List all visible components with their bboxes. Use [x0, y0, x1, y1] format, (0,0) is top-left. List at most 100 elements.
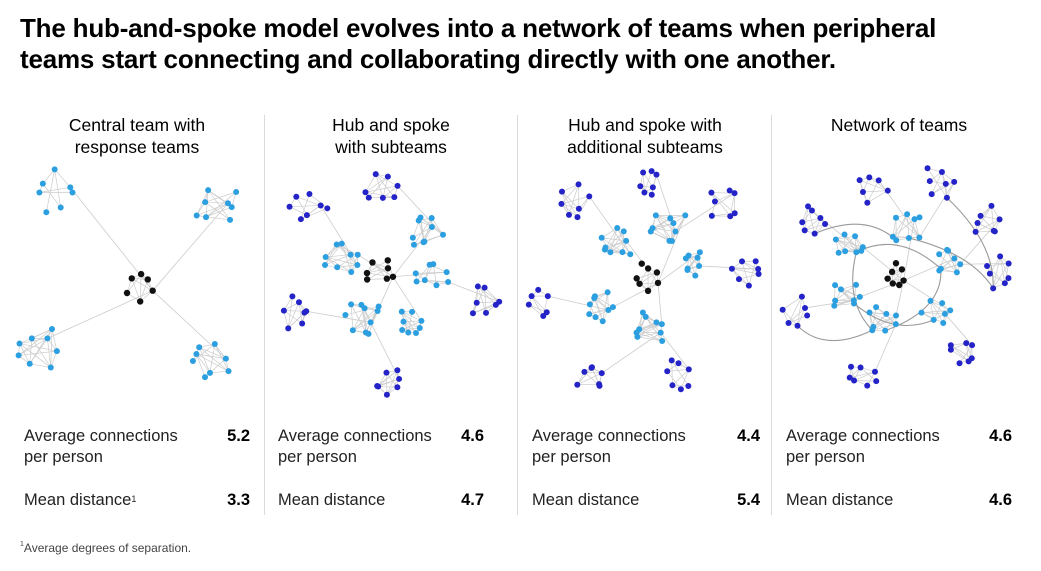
person-node	[832, 282, 839, 289]
network-edge	[31, 338, 52, 368]
edges-layer	[18, 169, 237, 378]
network-edge	[930, 300, 944, 324]
network-edge	[672, 369, 690, 386]
person-node	[592, 314, 599, 321]
avg-connections-label: Average connections per person	[278, 426, 432, 468]
person-node	[528, 293, 535, 300]
network-edge	[207, 189, 231, 221]
person-node	[428, 223, 435, 230]
person-node	[474, 283, 481, 290]
person-node	[892, 321, 899, 328]
person-node	[189, 357, 196, 364]
network-edge	[788, 315, 808, 324]
person-node	[644, 287, 652, 295]
network-edge	[325, 254, 351, 258]
person-node	[951, 178, 958, 185]
avg-connections-label-line-1: Average connections	[786, 427, 940, 445]
person-node	[731, 210, 738, 217]
network-edge	[209, 343, 216, 373]
person-node	[374, 308, 381, 315]
person-node	[473, 299, 480, 306]
person-node	[853, 281, 860, 288]
person-node	[653, 171, 660, 178]
headline: The hub-and-spoke model evolves into a n…	[20, 13, 1020, 75]
person-node	[413, 330, 420, 337]
cross-team-link	[908, 237, 994, 289]
person-node	[540, 312, 547, 319]
person-node	[363, 276, 371, 283]
network-edge	[655, 215, 670, 242]
person-node	[864, 382, 871, 389]
panel-divider	[771, 115, 772, 515]
person-node	[882, 327, 889, 334]
person-node	[410, 241, 417, 248]
person-node	[745, 282, 752, 289]
network-edge	[652, 222, 674, 229]
network-edge	[650, 231, 670, 242]
person-node	[348, 268, 355, 275]
person-node	[918, 309, 925, 316]
cross-team-link	[852, 252, 873, 331]
network-edge	[19, 343, 31, 364]
network-edge	[652, 227, 676, 232]
network-edge	[731, 268, 759, 275]
network-edge	[782, 309, 798, 327]
panel-divider	[264, 115, 265, 515]
person-node	[365, 194, 372, 201]
person-node	[853, 249, 860, 256]
person-node	[338, 240, 345, 247]
network-link	[152, 203, 229, 291]
network-link	[306, 310, 371, 323]
person-node	[227, 216, 234, 223]
network-edge	[350, 254, 359, 273]
panel-title-line-1: Hub and spoke with	[568, 115, 722, 135]
person-node	[851, 377, 858, 384]
network-edge	[873, 313, 887, 328]
person-node	[591, 293, 598, 300]
network-edge	[639, 328, 663, 342]
network-edge	[298, 302, 303, 324]
person-node	[883, 310, 890, 317]
avg-connections-label: Average connections per person	[532, 426, 686, 468]
person-node	[128, 275, 135, 282]
network-edge	[872, 323, 896, 331]
person-node	[924, 165, 931, 172]
avg-connections-label: Average connections per person	[24, 426, 178, 468]
person-node	[416, 324, 423, 331]
person-node	[675, 360, 682, 367]
person-node	[672, 228, 679, 235]
person-node	[39, 180, 46, 187]
person-node	[293, 193, 300, 200]
network-edge	[980, 215, 1000, 220]
mean-distance-value: 3.3	[227, 491, 250, 509]
network-edge	[930, 300, 935, 320]
person-node	[623, 237, 630, 244]
network-edge	[711, 192, 731, 217]
person-node	[664, 368, 671, 375]
person-node	[859, 244, 866, 251]
panel-divider	[517, 115, 518, 515]
person-node	[398, 308, 405, 315]
network-link	[699, 265, 759, 270]
network-edge	[214, 343, 229, 372]
network-edge	[577, 196, 590, 218]
person-node	[394, 384, 401, 391]
person-node	[956, 360, 963, 367]
network-edge	[930, 300, 951, 311]
network-edge	[366, 267, 389, 280]
person-node	[306, 191, 313, 198]
person-node	[939, 300, 946, 307]
network-edge	[872, 315, 897, 331]
network-link	[804, 299, 854, 309]
person-node	[196, 344, 203, 351]
panel-title-line-2: with subteams	[335, 137, 447, 157]
network-edge	[402, 320, 422, 331]
person-node	[575, 181, 582, 188]
network-edge	[18, 338, 48, 356]
network-edge	[605, 240, 627, 248]
person-node	[211, 341, 218, 348]
panel-title: Network of teams	[772, 114, 1026, 136]
panel-title: Central team with response teams	[10, 114, 264, 158]
network-edge	[933, 310, 951, 321]
network-edge	[867, 180, 880, 203]
